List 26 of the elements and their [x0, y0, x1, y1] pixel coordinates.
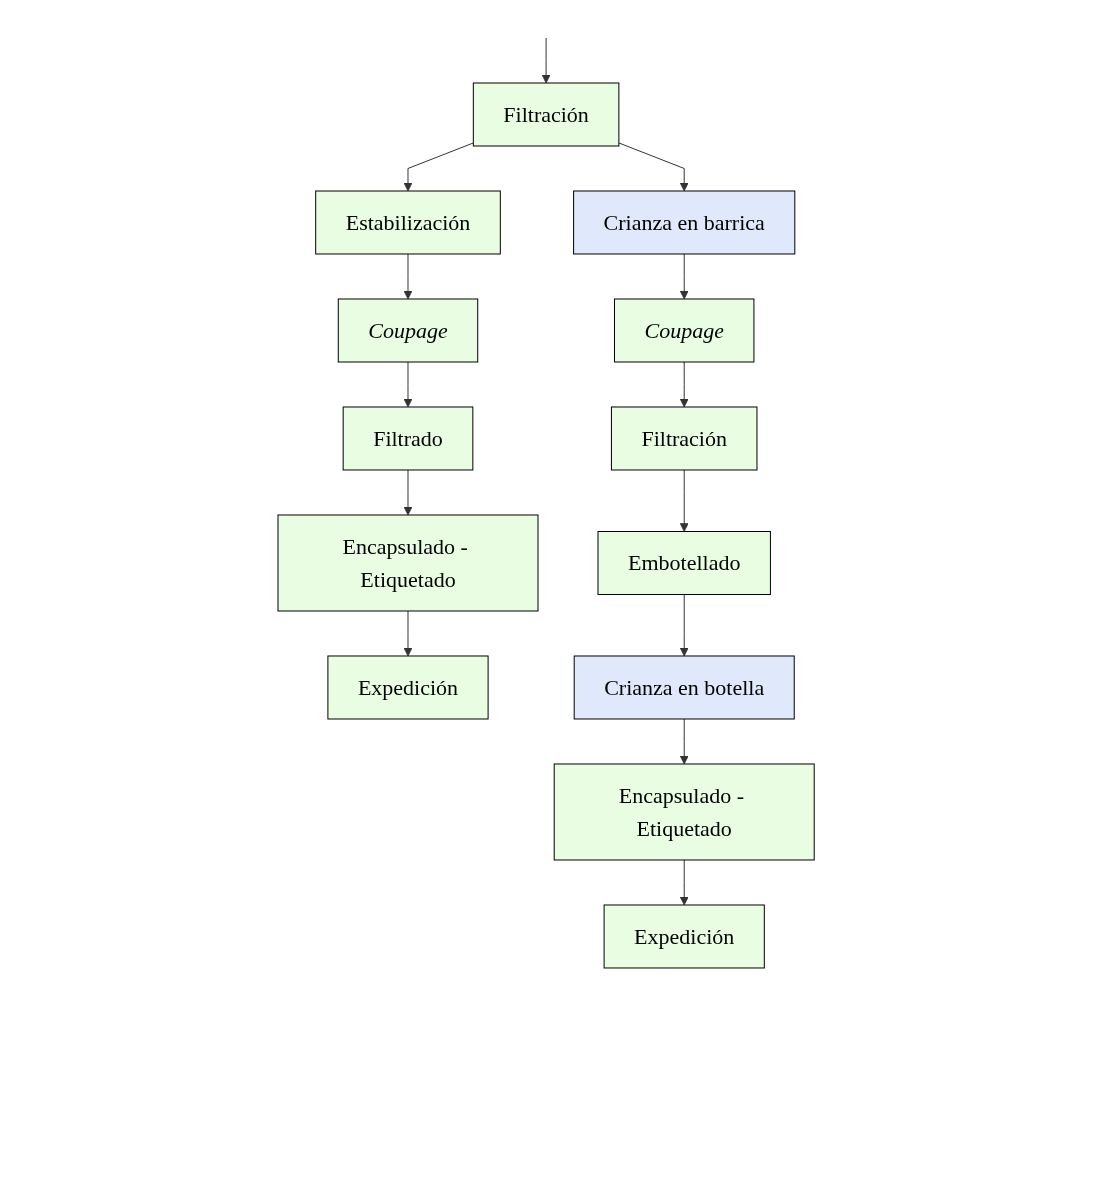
- arrow: [404, 142, 475, 192]
- node-box: Coupage: [338, 298, 479, 363]
- node-box: Filtración: [473, 82, 620, 147]
- arrow: [618, 142, 689, 192]
- node-box: Encapsulado - Etiquetado: [554, 763, 816, 861]
- node-box: Filtrado: [343, 406, 474, 471]
- arrow: [680, 469, 689, 532]
- node-box: Estabilización: [315, 190, 502, 255]
- arrow: [542, 37, 551, 84]
- arrow: [404, 610, 413, 657]
- node-box: Expedición: [327, 655, 489, 720]
- node-box: Crianza en barrica: [573, 190, 796, 255]
- node-box: Coupage: [614, 298, 755, 363]
- arrow: [680, 859, 689, 906]
- node-box: Embotellado: [597, 531, 772, 595]
- node-box: Encapsulado - Etiquetado: [277, 514, 539, 612]
- node-box: Expedición: [604, 904, 766, 969]
- arrow: [680, 361, 689, 408]
- arrow: [404, 361, 413, 408]
- node-box: Crianza en botella: [574, 655, 796, 720]
- arrow: [680, 594, 689, 657]
- arrow: [680, 253, 689, 300]
- arrow: [404, 469, 413, 516]
- arrow: [404, 253, 413, 300]
- arrow: [680, 718, 689, 765]
- node-box: Filtración: [611, 406, 758, 471]
